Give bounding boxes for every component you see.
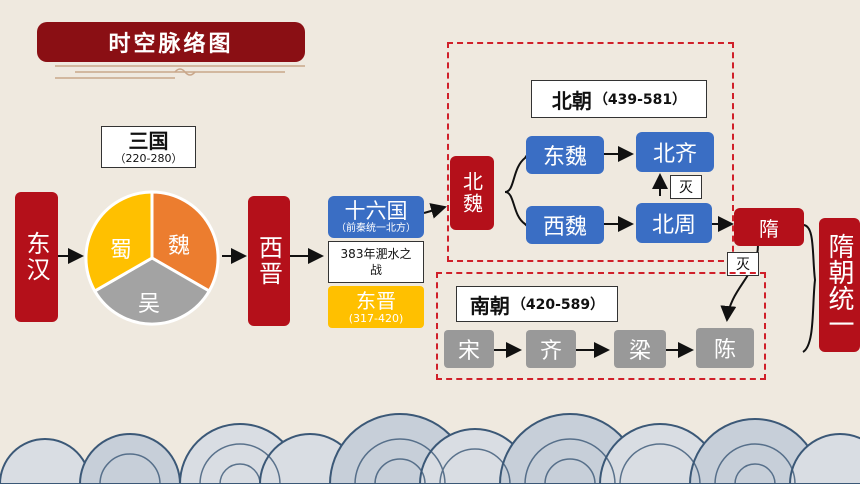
south-dynasty-liang-label: 梁 <box>628 339 651 364</box>
pie-label-wei: 魏 <box>168 234 191 259</box>
node-xijin-label: 西晋 <box>254 235 283 287</box>
node-beizhou: 北周 <box>636 203 712 243</box>
south-years: （420-589） <box>511 297 605 313</box>
north-title: 北朝 <box>551 88 592 113</box>
south-title-box: 南朝 （420-589） <box>456 286 618 322</box>
node-dongwei: 东魏 <box>526 136 604 174</box>
node-donghan-label: 东汉 <box>22 231 50 283</box>
south-dynasty-qi: 齐 <box>526 330 576 368</box>
node-dongjin-years: (317-420) <box>348 311 404 325</box>
node-dongjin-label: 东晋 <box>356 288 396 313</box>
pie-label-wu: 吴 <box>138 292 161 317</box>
south-title: 南朝 <box>469 293 510 318</box>
pie-label-shu: 蜀 <box>110 238 133 263</box>
page-title-banner: 时空脉络图 <box>37 22 305 62</box>
south-dynasty-liang: 梁 <box>614 330 666 368</box>
sanguo-label-box: 三国 （220-280） <box>101 126 196 168</box>
node-beiwei: 北魏 <box>450 156 494 230</box>
north-years: （439-581） <box>593 92 687 108</box>
node-xijin: 西晋 <box>248 196 290 326</box>
sanguo-pie <box>84 190 220 326</box>
south-dynasties-region <box>436 272 766 380</box>
node-shiliuguo: 十六国 （前秦统一北方） <box>328 196 424 238</box>
node-sui-unify-label: 隋朝统一 <box>824 233 854 337</box>
node-shiliuguo-label: 十六国 <box>344 199 408 223</box>
sanguo-title: 三国 <box>128 128 169 153</box>
pie-slice-shu <box>84 190 154 294</box>
wave-pattern-decoration <box>0 413 860 484</box>
pie-slice-wu <box>92 256 212 326</box>
conquest-label-sui-chen-text: 灭 <box>736 257 750 273</box>
node-sui: 隋 <box>734 208 804 246</box>
node-beiqi-label: 北齐 <box>652 142 697 167</box>
south-dynasty-song-label: 宋 <box>457 339 480 364</box>
node-feishui: 383年淝水之战 <box>328 241 424 283</box>
node-dongjin: 东晋 (317-420) <box>328 286 424 328</box>
node-xiwei: 西魏 <box>526 206 604 244</box>
node-dongwei-label: 东魏 <box>542 145 587 170</box>
conquest-label-zhou-qi: 灭 <box>670 175 702 199</box>
south-dynasty-chen-label: 陈 <box>713 338 736 363</box>
node-beiwei-label: 北魏 <box>459 171 484 215</box>
north-title-box: 北朝 （439-581） <box>531 80 707 118</box>
banner-decoration <box>55 65 305 79</box>
node-donghan: 东汉 <box>15 192 58 322</box>
south-dynasty-qi-label: 齐 <box>539 339 562 364</box>
conquest-label-zhou-qi-text: 灭 <box>679 180 693 196</box>
node-sui-label: 隋 <box>759 216 779 241</box>
node-beiqi: 北齐 <box>636 132 714 172</box>
node-beizhou-label: 北周 <box>651 213 696 238</box>
south-dynasty-chen: 陈 <box>696 328 754 368</box>
south-dynasty-song: 宋 <box>444 330 494 368</box>
page-title: 时空脉络图 <box>108 32 234 57</box>
node-sui-unify: 隋朝统一 <box>819 218 860 352</box>
node-shiliuguo-note: （前秦统一北方） <box>336 223 416 234</box>
north-dynasties-region <box>447 42 734 262</box>
node-feishui-label: 383年淝水之战 <box>340 247 412 277</box>
sanguo-years: （220-280） <box>114 151 183 165</box>
node-xiwei-label: 西魏 <box>542 215 587 240</box>
